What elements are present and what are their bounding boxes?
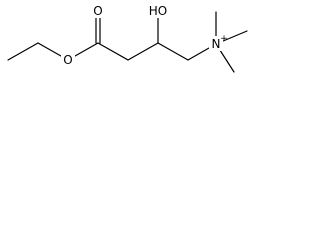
hydroxyl-label: HO bbox=[147, 4, 169, 18]
nitrogen-charge-text: + bbox=[220, 34, 228, 44]
carbonyl-oxygen-label: O bbox=[91, 4, 105, 18]
ester-oxygen-text: O bbox=[63, 53, 72, 67]
hydroxyl-text: HO bbox=[149, 4, 167, 18]
nitrogen-text: N bbox=[212, 37, 221, 51]
nitrogen-label: N + bbox=[209, 34, 228, 51]
ester-oxygen-label: O bbox=[61, 52, 75, 67]
structural-formula: O O HO N + bbox=[7, 4, 248, 73]
bond-ch2-choh bbox=[127, 42, 159, 61]
bond-choh-ch2 bbox=[157, 42, 189, 61]
carbonyl-oxygen-text: O bbox=[93, 4, 102, 18]
bond-methyl-ch2 bbox=[7, 42, 39, 61]
bond-carbonyl-ch2 bbox=[97, 42, 129, 61]
